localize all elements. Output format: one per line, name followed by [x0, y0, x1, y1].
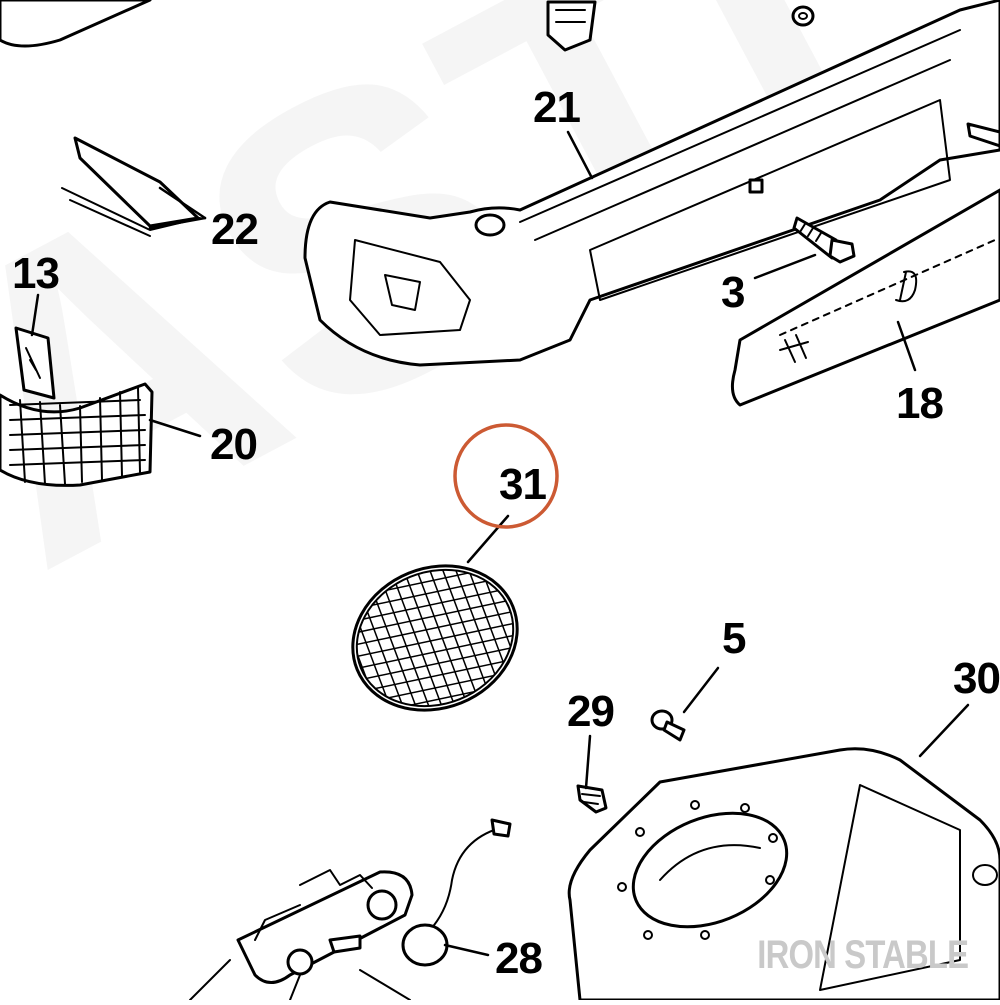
callout-5: 5	[722, 614, 746, 663]
highlight-ring	[453, 423, 559, 529]
part-28-cable	[401, 818, 512, 967]
grille-wire	[244, 560, 304, 720]
callout-13: 13	[12, 249, 59, 298]
callout-31: 31	[499, 460, 546, 509]
grille-wire	[339, 546, 531, 565]
callout-28: 28	[495, 934, 542, 983]
callout-18: 18	[896, 379, 943, 428]
grille-wire	[412, 559, 474, 721]
brand-watermark: IRON STABLE	[757, 933, 969, 977]
grille-wire	[336, 559, 357, 721]
grille-wire	[218, 560, 278, 720]
part-13-label	[14, 326, 56, 400]
lamp-socket-assembly	[189, 869, 414, 1001]
callout-21: 21	[533, 83, 580, 132]
fender-corner	[0, 0, 152, 48]
callout-labels: 21 22 13 3 18 20 31 5 29 30 28	[12, 83, 1000, 983]
callout-29: 29	[567, 687, 614, 736]
part-21-bumper	[303, 0, 1000, 367]
grille-wire	[399, 559, 461, 721]
upper-right-bolt	[966, 122, 1000, 148]
part-20-signal-lens	[0, 382, 154, 487]
part-30-housing	[567, 747, 1000, 1002]
grille-wire	[257, 560, 317, 720]
grille-wire	[339, 619, 531, 661]
grille-wire	[205, 560, 265, 720]
callout-20: 20	[210, 420, 257, 469]
part-22-decal-strips	[61, 136, 201, 237]
grille-wire	[270, 560, 330, 720]
grille-wire	[336, 559, 344, 721]
callout-22: 22	[211, 205, 258, 254]
grille-wire	[339, 595, 531, 637]
part-5-screw	[650, 709, 686, 742]
callout-3: 3	[721, 268, 744, 317]
top-bracket	[546, 0, 815, 52]
grille-wire	[339, 546, 531, 553]
part-29-clip	[576, 784, 608, 814]
leader-lines	[30, 130, 970, 957]
part-18-emblem-strip	[730, 188, 1000, 407]
grille-wire	[386, 559, 448, 721]
grille-wire	[339, 631, 531, 673]
grille-wire	[231, 560, 291, 720]
part-3-bolt	[792, 216, 856, 264]
callout-30: 30	[953, 654, 1000, 703]
